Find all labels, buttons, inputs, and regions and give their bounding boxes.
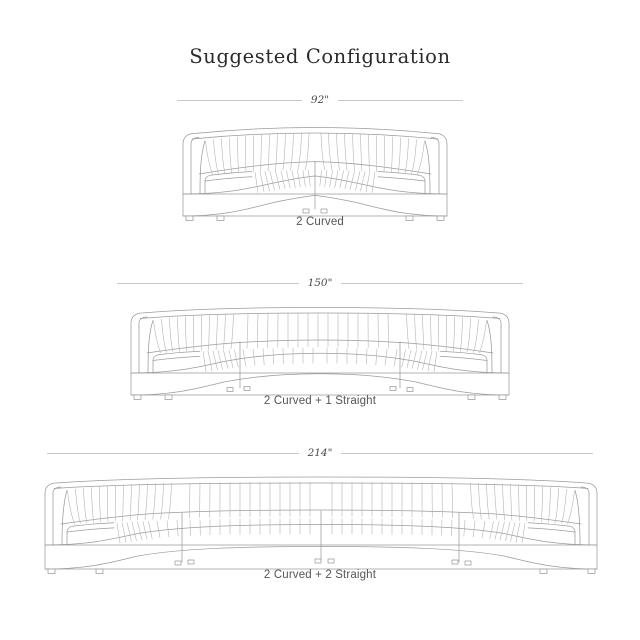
dimension-line-left xyxy=(116,282,299,284)
sofa-drawing-2-curved-2-straight xyxy=(0,461,640,591)
configuration-caption: 2 Curved + 1 Straight xyxy=(263,395,377,407)
dimension-label: 214" xyxy=(307,446,333,459)
page-title: Suggested Configuration xyxy=(189,45,451,68)
dimension-line-left xyxy=(46,452,299,454)
configuration-item-1: 92" xyxy=(0,92,640,242)
sofa-drawing-2-curved-1-straight xyxy=(0,291,640,416)
dimension-row-1: 92" xyxy=(0,92,640,108)
dimension-line-right xyxy=(341,282,524,284)
dimension-label: 150" xyxy=(307,276,333,289)
dimension-line-right xyxy=(338,99,464,101)
dimension-line-right xyxy=(341,452,594,454)
configuration-item-2: 150" xyxy=(0,275,640,420)
dimension-row-3: 214" xyxy=(0,445,640,461)
dimension-line-left xyxy=(176,99,302,101)
configuration-item-3: 214" xyxy=(0,445,640,595)
configuration-caption: 2 Curved + 2 Straight xyxy=(263,569,377,581)
dimension-label: 92" xyxy=(310,93,330,106)
dimension-row-2: 150" xyxy=(0,275,640,291)
sofa-drawing-2-curved xyxy=(0,108,640,238)
configuration-caption: 2 Curved xyxy=(296,216,344,228)
